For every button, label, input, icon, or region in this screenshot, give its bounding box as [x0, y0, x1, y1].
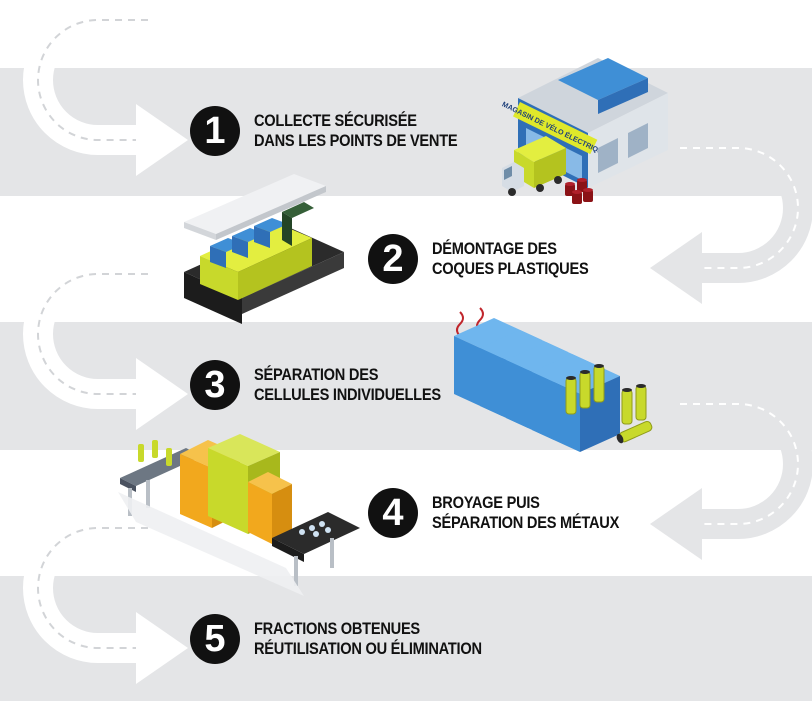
- step-3: 3 SÉPARATION DES CELLULES INDIVIDUELLES: [190, 360, 471, 410]
- step-4-number-badge: 4: [368, 488, 418, 538]
- step-3-number-badge: 3: [190, 360, 240, 410]
- cells-icon: [454, 307, 653, 452]
- step-2-label: DÉMONTAGE DES COQUES PLASTIQUES: [432, 239, 589, 279]
- u-turn-arrow-icon: [23, 4, 188, 176]
- step-4: 4 BROYAGE PUIS SÉPARATION DES MÉTAUX: [368, 488, 650, 538]
- u-turn-arrow-icon: [650, 389, 812, 560]
- step-5-label: FRACTIONS OBTENUES RÉUTILISATION OU ÉLIM…: [254, 619, 482, 659]
- step-1-label: COLLECTE SÉCURISÉE DANS LES POINTS DE VE…: [254, 111, 458, 151]
- u-turn-arrow-icon: [650, 133, 812, 304]
- step-2: 2 DÉMONTAGE DES COQUES PLASTIQUES: [368, 234, 614, 284]
- step-5-number-badge: 5: [190, 614, 240, 664]
- step-1-line-2: DANS LES POINTS DE VENTE: [254, 131, 458, 150]
- step-1: 1 COLLECTE SÉCURISÉE DANS LES POINTS DE …: [190, 106, 491, 156]
- battery-pack-icon: [184, 174, 344, 324]
- shredder-machine-icon: [118, 434, 360, 596]
- step-4-line-2: SÉPARATION DES MÉTAUX: [432, 513, 620, 532]
- step-5-line-2: RÉUTILISATION OU ÉLIMINATION: [254, 639, 482, 658]
- step-3-label: SÉPARATION DES CELLULES INDIVIDUELLES: [254, 365, 441, 405]
- step-1-number-badge: 1: [190, 106, 240, 156]
- barrels-icon: [565, 178, 593, 204]
- step-4-label: BROYAGE PUIS SÉPARATION DES MÉTAUX: [432, 493, 619, 533]
- step-3-line-2: CELLULES INDIVIDUELLES: [254, 385, 441, 404]
- step-3-line-1: SÉPARATION DES: [254, 365, 379, 384]
- u-turn-arrow-icon: [23, 513, 188, 684]
- step-2-line-2: COQUES PLASTIQUES: [432, 259, 589, 278]
- truck-icon: [502, 136, 566, 196]
- step-5-line-1: FRACTIONS OBTENUES: [254, 619, 420, 638]
- step-2-line-1: DÉMONTAGE DES: [432, 239, 557, 258]
- step-1-line-1: COLLECTE SÉCURISÉE: [254, 111, 417, 130]
- step-5: 5 FRACTIONS OBTENUES RÉUTILISATION OU ÉL…: [190, 614, 519, 664]
- step-4-line-1: BROYAGE PUIS: [432, 493, 540, 512]
- u-turn-arrow-icon: [23, 259, 188, 430]
- step-2-number-badge: 2: [368, 234, 418, 284]
